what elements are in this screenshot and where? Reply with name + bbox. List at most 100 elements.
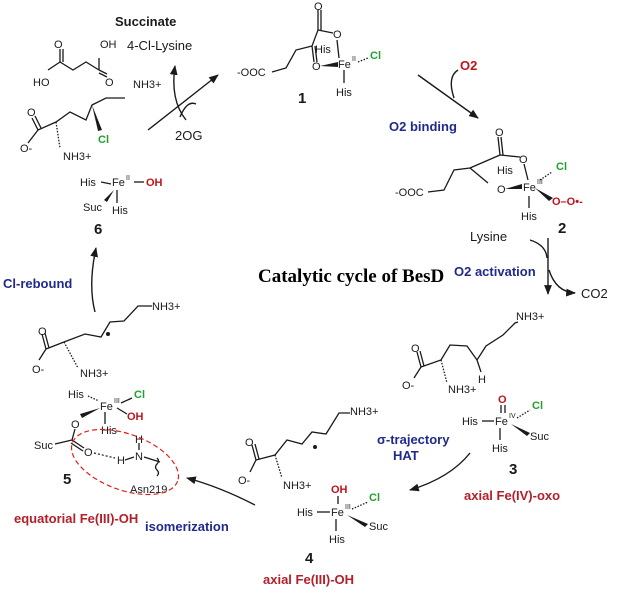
- hbond-highlight-ellipse: [70, 428, 180, 496]
- step-hat-label-line1: σ-trajectory: [377, 432, 450, 447]
- species-5: O O- NH3+ NH3+ His Fe III Cl OH His O Su…: [32, 301, 180, 496]
- chlorolysine-carboxylate: O-: [20, 143, 33, 155]
- succinate-oh: OH: [100, 39, 117, 51]
- step-o2-binding-label: O2 binding: [389, 119, 457, 134]
- arrow-4-to-5: [186, 476, 256, 506]
- s2-his-bottom: His: [521, 211, 537, 223]
- s5-radical-dot: [106, 332, 110, 336]
- s6-his-left: His: [80, 177, 96, 189]
- state-3-label: axial Fe(IV)-oxo: [464, 488, 560, 503]
- s5-sub-amine-bottom: NH3+: [80, 368, 108, 380]
- s4-oxidation: III: [345, 504, 351, 511]
- arrow-co2-out: [548, 269, 576, 297]
- s2-chain: -OOC: [395, 187, 424, 199]
- s4-fe: Fe: [331, 507, 344, 519]
- s5-oxidation: III: [114, 398, 120, 405]
- s2-o-chelate: O: [519, 154, 528, 166]
- s5-hbond: [93, 452, 116, 459]
- s1-fe: Fe: [338, 59, 351, 71]
- species-1-number: 1: [298, 90, 306, 107]
- s3-sub-carboxylate: O-: [402, 380, 415, 392]
- s3-oxo: O: [498, 394, 507, 406]
- o2-reagent: O2: [460, 58, 477, 73]
- succinate-oxo: O: [54, 39, 63, 51]
- s4-his-left: His: [297, 507, 313, 519]
- s4-his-bottom: His: [329, 534, 345, 546]
- chlorolysine-cl: Cl: [98, 134, 109, 146]
- s3-suc: Suc: [530, 431, 549, 443]
- s1-o-chelate: O: [333, 29, 342, 41]
- s3-his-left: His: [462, 416, 478, 428]
- species-4-number: 4: [305, 550, 314, 567]
- arrow-1-to-2: [417, 74, 479, 119]
- s1-o-keto: O: [312, 61, 321, 73]
- arrow-5-to-6: [90, 247, 98, 313]
- s4-suc: Suc: [369, 521, 388, 533]
- species-2-number: 2: [558, 220, 566, 237]
- s6-oh: OH: [146, 177, 163, 189]
- s2-his-top: His: [497, 165, 513, 177]
- s5-his-top: His: [68, 389, 84, 401]
- s4-radical-dot: [313, 445, 317, 449]
- succinate-oxo-2: O: [105, 77, 114, 89]
- s3-sub-h: H: [478, 374, 486, 386]
- diagram-title: Catalytic cycle of BesD: [258, 266, 444, 287]
- state-4-label: axial Fe(III)-OH: [263, 572, 354, 587]
- arrow-3-to-4: [409, 452, 471, 492]
- step-isomerization-label: isomerization: [145, 519, 229, 534]
- s3-sub-amine-bottom: NH3+: [448, 384, 476, 396]
- arrow-2og-in: [179, 102, 197, 118]
- co2-byproduct: CO2: [581, 286, 608, 301]
- s5-cl: Cl: [134, 389, 145, 401]
- s2-oxidation: III: [537, 179, 543, 186]
- species-5-number: 5: [63, 471, 71, 488]
- s5-his-bottom: His: [101, 425, 117, 437]
- s3-oxidation: IV: [509, 413, 516, 420]
- s3-cl: Cl: [532, 400, 543, 412]
- s1-his-bottom: His: [336, 87, 352, 99]
- s2-cl: Cl: [556, 161, 567, 173]
- s2-o-keto: O: [497, 184, 506, 196]
- succinate-ho: HO: [33, 77, 50, 89]
- s3-sub-amine-top: NH3+: [516, 311, 544, 323]
- species-2: -OOC O O O His Fe III Cl O–O•- His 2: [395, 127, 583, 237]
- s4-oh: OH: [331, 484, 348, 496]
- s6-fe: Fe: [112, 177, 125, 189]
- species-3: O O- NH3+ NH3+ H O His Fe IV Cl Suc His …: [402, 311, 549, 478]
- species-1: -OOC O O O His Fe II Cl His 1: [237, 1, 381, 107]
- s5-sub-carboxylate: O-: [32, 364, 45, 376]
- cosubstrate-label: 2OG: [175, 128, 202, 143]
- s6-suc: Suc: [83, 202, 102, 214]
- state-5-label: equatorial Fe(III)-OH: [14, 511, 138, 526]
- succinate-label: Succinate: [115, 14, 176, 29]
- s6-his-bottom: His: [112, 205, 128, 217]
- s5-o-hbond: O: [84, 447, 93, 459]
- s3-his-bottom: His: [492, 443, 508, 455]
- s2-o-top: O: [495, 127, 504, 139]
- species-3-number: 3: [509, 461, 517, 478]
- s4-cl: Cl: [369, 492, 380, 504]
- lysine-reagent: Lysine: [470, 229, 507, 244]
- species-6: His Fe II OH Suc His 6: [80, 175, 163, 238]
- s4-sub-amine-top: NH3+: [350, 406, 378, 418]
- species-6-number: 6: [94, 221, 102, 238]
- s5-oh: OH: [127, 411, 144, 423]
- species-4: O O- NH3+ NH3+ OH His Fe III Cl Suc His …: [238, 406, 388, 567]
- chlorolysine-amine-top: NH3+: [133, 79, 161, 91]
- s2-fe: Fe: [523, 182, 536, 194]
- s5-hbond-n: N: [135, 451, 143, 463]
- s5-residue-asn219: Asn219: [130, 484, 167, 496]
- s3-fe: Fe: [495, 416, 508, 428]
- step-hat-label-line2: HAT: [393, 448, 419, 463]
- s1-oxidation: II: [352, 56, 356, 63]
- s5-sub-amine-top: NH3+: [152, 301, 180, 313]
- s4-sub-oxo: O: [245, 437, 254, 449]
- s5-sub-oxo: O: [38, 326, 47, 338]
- step-cl-rebound-label: Cl-rebound: [3, 276, 72, 291]
- s1-his-top: His: [315, 44, 331, 56]
- arrow-product-release: [169, 65, 187, 121]
- s5-wavy-bond: [154, 457, 160, 477]
- product-label: 4-Cl-Lysine: [127, 38, 192, 53]
- chlorolysine-oxo: O: [27, 107, 36, 119]
